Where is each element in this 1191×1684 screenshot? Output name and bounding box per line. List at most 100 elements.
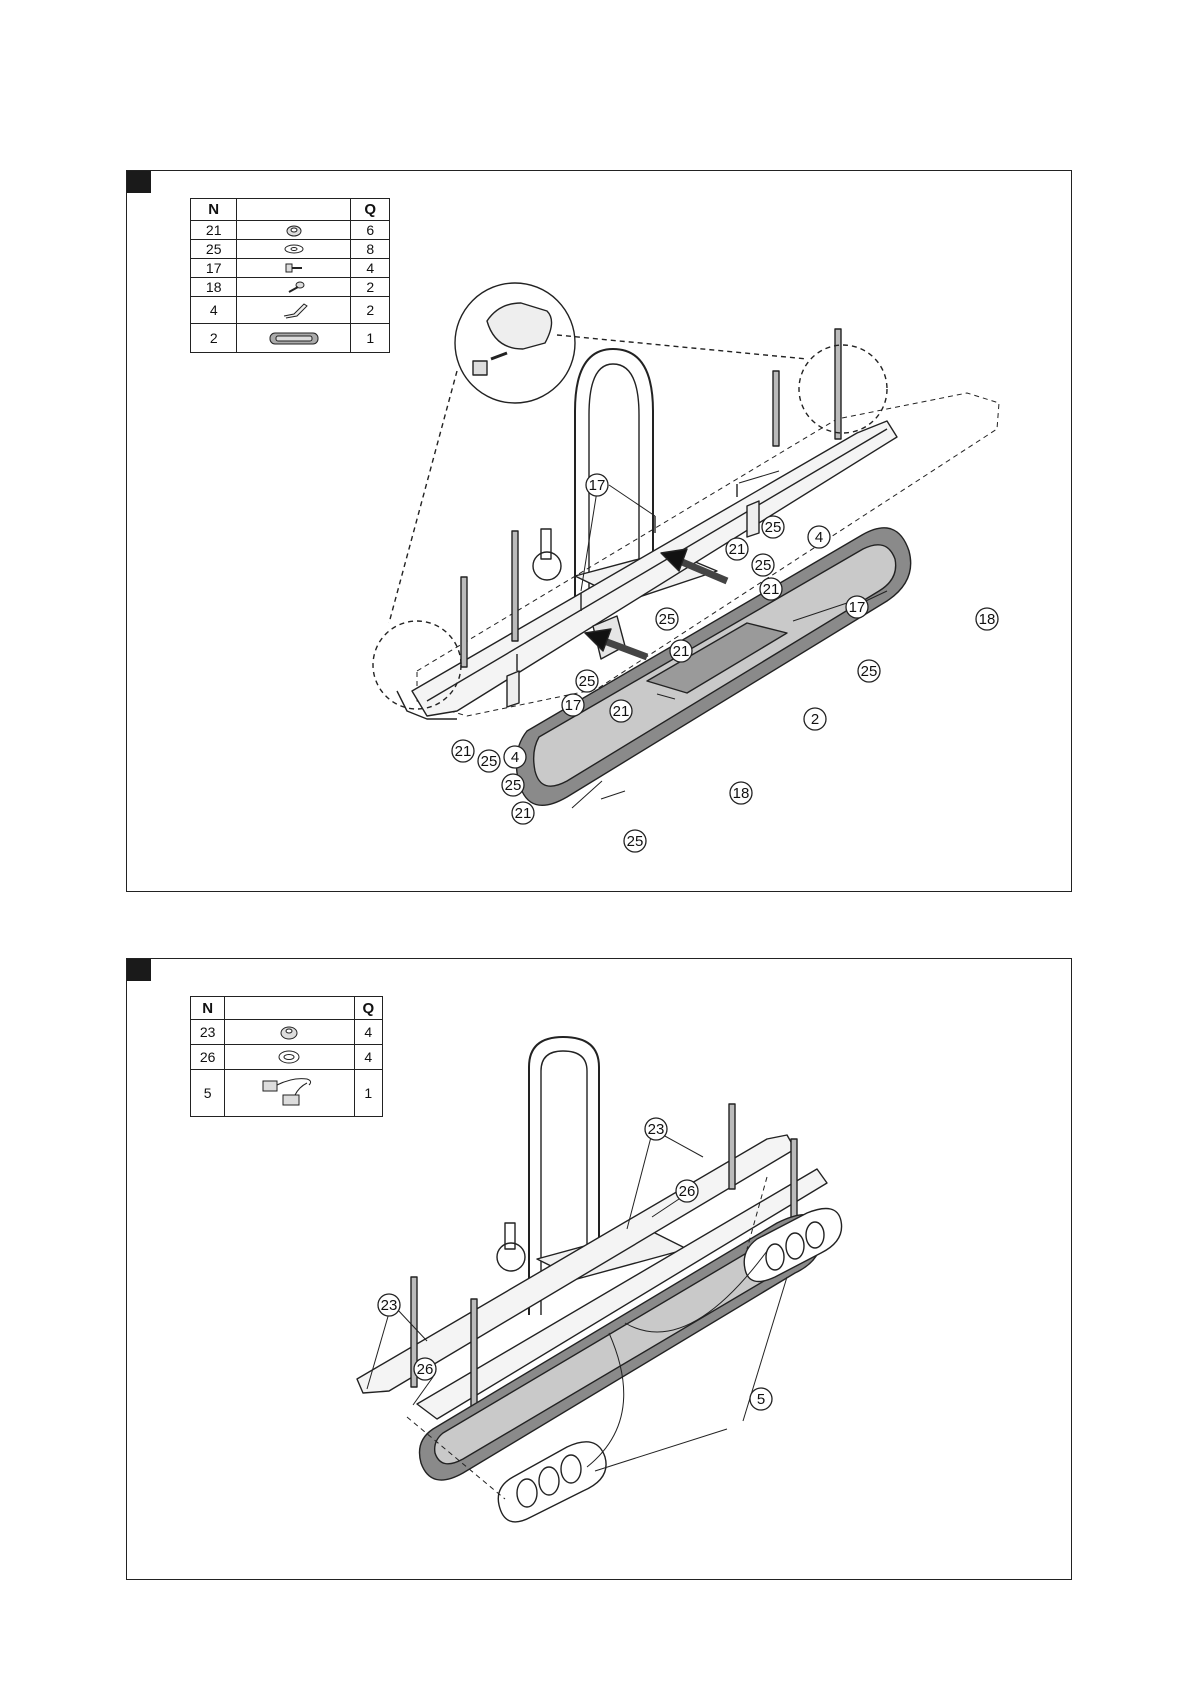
callout-part-21: 21	[452, 740, 474, 762]
callout-part-4: 4	[808, 526, 830, 548]
part-quantity: 6	[351, 221, 390, 240]
parts-table-step-2: N Q 23 4 26 4 5 1	[190, 996, 383, 1117]
svg-text:21: 21	[673, 643, 690, 660]
svg-text:21: 21	[613, 703, 630, 720]
part-picture	[237, 297, 351, 324]
part-number: 23	[191, 1020, 225, 1045]
parts-table-header: N Q	[191, 997, 383, 1020]
part-number: 21	[191, 221, 237, 240]
part-quantity: 1	[351, 324, 390, 353]
svg-text:17: 17	[565, 697, 582, 714]
part-quantity: 8	[351, 240, 390, 259]
part-number: 18	[191, 278, 237, 297]
callout-part-17: 17	[562, 694, 584, 716]
svg-text:25: 25	[579, 673, 596, 690]
column-picture-header	[237, 199, 351, 221]
parts-table-step-1: N Q 21 6 25 8 17 4 18 2 4 2	[190, 198, 390, 353]
screw-icon	[274, 280, 314, 294]
part-number: 4	[191, 297, 237, 324]
callout-part-18: 18	[976, 608, 998, 630]
callout-part-25: 25	[478, 750, 500, 772]
column-number-header: N	[191, 199, 237, 221]
table-row: 17 4	[191, 259, 390, 278]
part-number: 17	[191, 259, 237, 278]
callout-part-21: 21	[512, 802, 534, 824]
svg-text:25: 25	[861, 663, 878, 680]
part-picture	[225, 1070, 354, 1117]
svg-text:17: 17	[849, 599, 866, 616]
part-number: 5	[191, 1070, 225, 1117]
callout-part-26: 26	[414, 1358, 436, 1380]
light-bar-icon	[264, 328, 324, 348]
nut-icon	[274, 223, 314, 237]
column-quantity-header: Q	[351, 199, 390, 221]
part-picture	[237, 221, 351, 240]
callout-part-21: 21	[760, 578, 782, 600]
svg-text:23: 23	[648, 1121, 665, 1138]
svg-text:25: 25	[627, 833, 644, 850]
lamp-left	[498, 1442, 606, 1522]
washer-icon	[269, 1048, 309, 1066]
svg-text:23: 23	[381, 1297, 398, 1314]
nut-icon	[269, 1023, 309, 1041]
table-row: 2 1	[191, 324, 390, 353]
part-picture	[225, 1020, 354, 1045]
callout-part-23: 23	[645, 1118, 667, 1140]
bolt-icon	[274, 261, 314, 275]
parts-table-header: N Q	[191, 199, 390, 221]
svg-text:26: 26	[417, 1361, 434, 1378]
part-number: 25	[191, 240, 237, 259]
table-row: 25 8	[191, 240, 390, 259]
callout-part-25: 25	[762, 516, 784, 538]
callout-part-25: 25	[656, 608, 678, 630]
callout-part-5: 5	[750, 1388, 772, 1410]
svg-text:21: 21	[515, 805, 532, 822]
lamp-cable-icon	[249, 1073, 329, 1113]
callout-part-21: 21	[726, 538, 748, 560]
svg-text:21: 21	[455, 743, 472, 760]
svg-text:4: 4	[511, 749, 519, 766]
callout-part-21: 21	[670, 640, 692, 662]
table-row: 26 4	[191, 1045, 383, 1070]
column-picture-header	[225, 997, 354, 1020]
callout-part-23: 23	[378, 1294, 400, 1316]
column-quantity-header: Q	[354, 997, 382, 1020]
table-row: 18 2	[191, 278, 390, 297]
washer-icon	[274, 242, 314, 256]
callout-part-21: 21	[610, 700, 632, 722]
callout-part-26: 26	[676, 1180, 698, 1202]
callout-part-25: 25	[858, 660, 880, 682]
part-picture	[225, 1045, 354, 1070]
callout-part-4: 4	[504, 746, 526, 768]
svg-text:18: 18	[733, 785, 750, 802]
part-quantity: 4	[354, 1045, 382, 1070]
callout-part-25: 25	[752, 554, 774, 576]
callout-part-25: 25	[576, 670, 598, 692]
svg-text:2: 2	[811, 711, 819, 728]
svg-text:18: 18	[979, 611, 996, 628]
part-number: 26	[191, 1045, 225, 1070]
table-row: 5 1	[191, 1070, 383, 1117]
svg-text:25: 25	[659, 611, 676, 628]
svg-text:26: 26	[679, 1183, 696, 1200]
svg-text:5: 5	[757, 1391, 765, 1408]
part-quantity: 2	[351, 278, 390, 297]
part-picture	[237, 324, 351, 353]
part-quantity: 4	[354, 1020, 382, 1045]
svg-text:21: 21	[729, 541, 746, 558]
part-picture	[237, 240, 351, 259]
table-row: 4 2	[191, 297, 390, 324]
table-row: 23 4	[191, 1020, 383, 1045]
part-quantity: 4	[351, 259, 390, 278]
svg-text:25: 25	[765, 519, 782, 536]
callout-part-18: 18	[730, 782, 752, 804]
callout-part-25: 25	[502, 774, 524, 796]
table-row: 21 6	[191, 221, 390, 240]
svg-text:17: 17	[589, 477, 606, 494]
callout-part-17: 17	[846, 596, 868, 618]
column-number-header: N	[191, 997, 225, 1020]
part-quantity: 2	[351, 297, 390, 324]
part-picture	[237, 278, 351, 297]
